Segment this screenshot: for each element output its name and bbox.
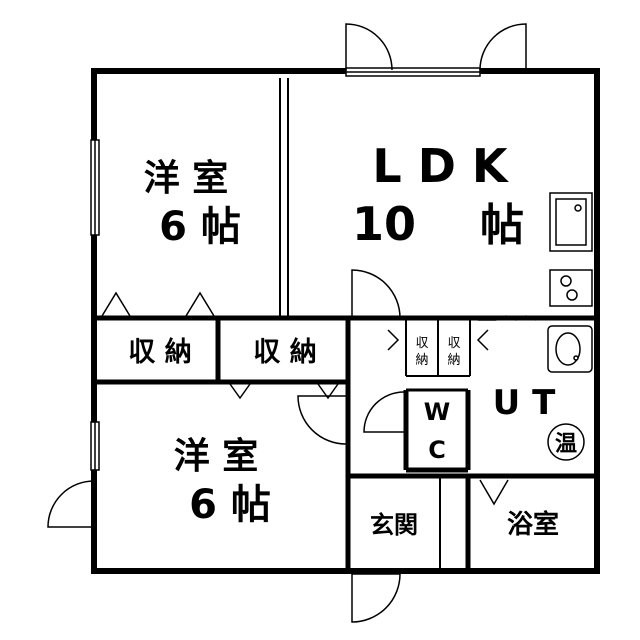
water-heater-label: 温 [555, 432, 577, 457]
window-icon [90, 67, 481, 471]
closet-door-icon [101, 291, 537, 400]
bathroom-label: 浴室 [507, 509, 559, 540]
western-bottom-line2: 6 帖 [189, 482, 271, 528]
storage-small-2-top: 収 [447, 336, 460, 351]
storage-small-1-top: 収 [415, 336, 428, 351]
wc-label-bottom: C [428, 436, 446, 464]
storage-mid-label: 収 納 [253, 336, 316, 368]
storage-left-label: 収 納 [128, 336, 191, 368]
entrance-label: 玄関 [370, 511, 418, 539]
western-top-line1: 洋 室 [144, 158, 229, 199]
wc-label-top: W [424, 398, 450, 426]
western-top-line2: 6 帖 [159, 204, 241, 250]
door-swing-icon [47, 23, 527, 623]
ut-label: U T [493, 383, 556, 423]
ldk-area-unit: 帖 [480, 200, 524, 251]
stove-icon [549, 269, 593, 307]
sink-icon [549, 192, 593, 252]
walls [91, 68, 600, 574]
storage-small-1-bottom: 納 [415, 353, 428, 368]
washbasin-icon [547, 325, 593, 373]
storage-small-2-bottom: 納 [447, 353, 460, 368]
ldk-area-number: 10 [352, 197, 416, 251]
water-heater-icon [547, 423, 585, 461]
western-bottom-line1: 洋 室 [174, 436, 259, 477]
ldk-line1: L D K [372, 139, 510, 193]
